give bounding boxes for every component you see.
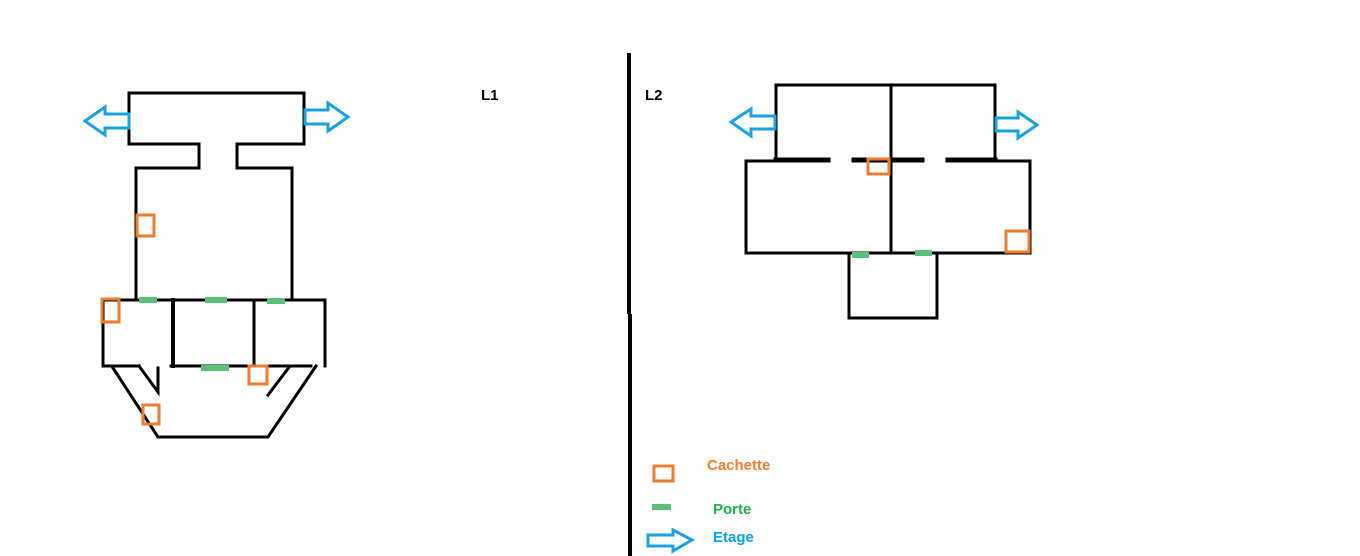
legend-etage-label: Etage	[713, 529, 754, 546]
l1-hiding-spot-2	[100, 297, 121, 324]
l1-hiding-spot-1	[135, 213, 156, 238]
legend-cachette-label: Cachette	[707, 457, 771, 474]
l1-hiding-spot-3	[247, 364, 269, 386]
legend-cachette-swatch	[652, 464, 675, 483]
l1-main-hall-wall	[134, 166, 294, 302]
l2-stair-arrow-left	[728, 106, 777, 139]
l2-stair-arrow-right	[994, 109, 1040, 141]
l1-lower-wall	[101, 298, 327, 368]
l2-bottom-room-wall	[847, 251, 939, 320]
l1-small-triangle-right	[265, 364, 294, 398]
l1-stair-arrow-left	[82, 104, 131, 138]
l2-hiding-spot-1	[866, 157, 891, 176]
l2-middle-rooms-wall	[744, 159, 1032, 255]
legend-etage-swatch	[646, 527, 696, 554]
l1-stair-arrow-right	[303, 100, 351, 134]
l1-small-triangle-left	[136, 363, 160, 397]
l1-top-room-wall	[127, 91, 306, 146]
level-1-label: L1	[481, 87, 499, 104]
l2-top-rooms-wall	[774, 83, 997, 161]
legend-porte-label: Porte	[713, 501, 752, 518]
level-2-label: L2	[645, 87, 663, 104]
l2-hiding-spot-2	[1004, 229, 1031, 254]
l1-hiding-spot-4	[141, 403, 161, 426]
l1-bottom-room-wall	[110, 363, 319, 439]
